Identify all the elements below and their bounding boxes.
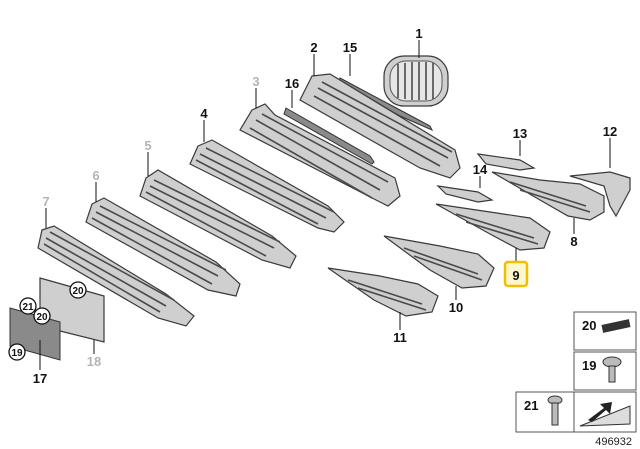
part-8-side-grille[interactable] (491, 171, 605, 221)
callout-8[interactable]: 8 (570, 234, 577, 249)
callout-19-circle[interactable]: 19 (8, 343, 26, 361)
callout-9-highlight (503, 260, 529, 288)
document-number: 496932 (595, 436, 632, 448)
callout-1[interactable]: 1 (415, 26, 422, 41)
leader-lines (39, 40, 611, 370)
callout-2[interactable]: 2 (310, 40, 317, 55)
callout-18[interactable]: 18 (87, 354, 101, 369)
legend-19-label: 19 (582, 358, 596, 373)
callout-3[interactable]: 3 (252, 74, 259, 89)
part-7-grille[interactable] (37, 225, 195, 327)
part-9-side-grille[interactable] (435, 203, 551, 251)
legend-21[interactable]: 21 (515, 391, 637, 433)
callout-13[interactable]: 13 (513, 126, 527, 141)
callout-12[interactable]: 12 (603, 124, 617, 139)
part-2-grille[interactable] (299, 73, 461, 179)
callout-17[interactable]: 17 (33, 371, 47, 386)
callout-15[interactable]: 15 (343, 40, 357, 55)
legend-20[interactable]: 20 (573, 311, 637, 351)
screw-icon (602, 356, 622, 383)
callout-20-a: 20 (72, 286, 84, 297)
pad-icon (601, 319, 631, 333)
legend-21-label: 21 (524, 398, 538, 413)
callout-4[interactable]: 4 (200, 106, 208, 121)
clip-screw-icon (547, 395, 563, 426)
part-5-grille[interactable] (139, 169, 297, 269)
assembly-arrow-icon (579, 402, 631, 427)
part-14-trim[interactable] (436, 185, 494, 203)
callout-19: 19 (11, 348, 23, 359)
callout-6[interactable]: 6 (92, 168, 99, 183)
part-1-kidney-grille[interactable] (383, 55, 449, 107)
callout-20-circle-a[interactable]: 20 (69, 281, 87, 299)
callout-10[interactable]: 10 (449, 300, 463, 315)
callout-5[interactable]: 5 (144, 138, 151, 153)
callout-9[interactable]: 9 (512, 268, 519, 283)
callout-21-circle[interactable]: 21 (19, 297, 37, 315)
legend-19[interactable]: 19 (573, 351, 637, 391)
part-13-trim[interactable] (476, 153, 536, 171)
part-16-trim-strip[interactable] (283, 107, 375, 165)
part-12-trim[interactable] (569, 171, 631, 218)
part-11-side-grille[interactable] (327, 267, 439, 317)
callout-20-b: 20 (36, 312, 48, 323)
part-10-side-grille[interactable] (383, 235, 495, 289)
callout-21: 21 (22, 302, 34, 313)
callout-7[interactable]: 7 (42, 194, 49, 209)
part-6-grille[interactable] (85, 197, 241, 297)
callout-16[interactable]: 16 (285, 76, 299, 91)
callout-14[interactable]: 14 (473, 162, 488, 177)
callout-11[interactable]: 11 (393, 330, 407, 345)
callout-20-circle-b[interactable]: 20 (33, 307, 51, 325)
part-4-grille[interactable] (189, 139, 345, 233)
legend-20-label: 20 (582, 318, 596, 333)
part-3-grille-frame[interactable] (239, 103, 401, 207)
